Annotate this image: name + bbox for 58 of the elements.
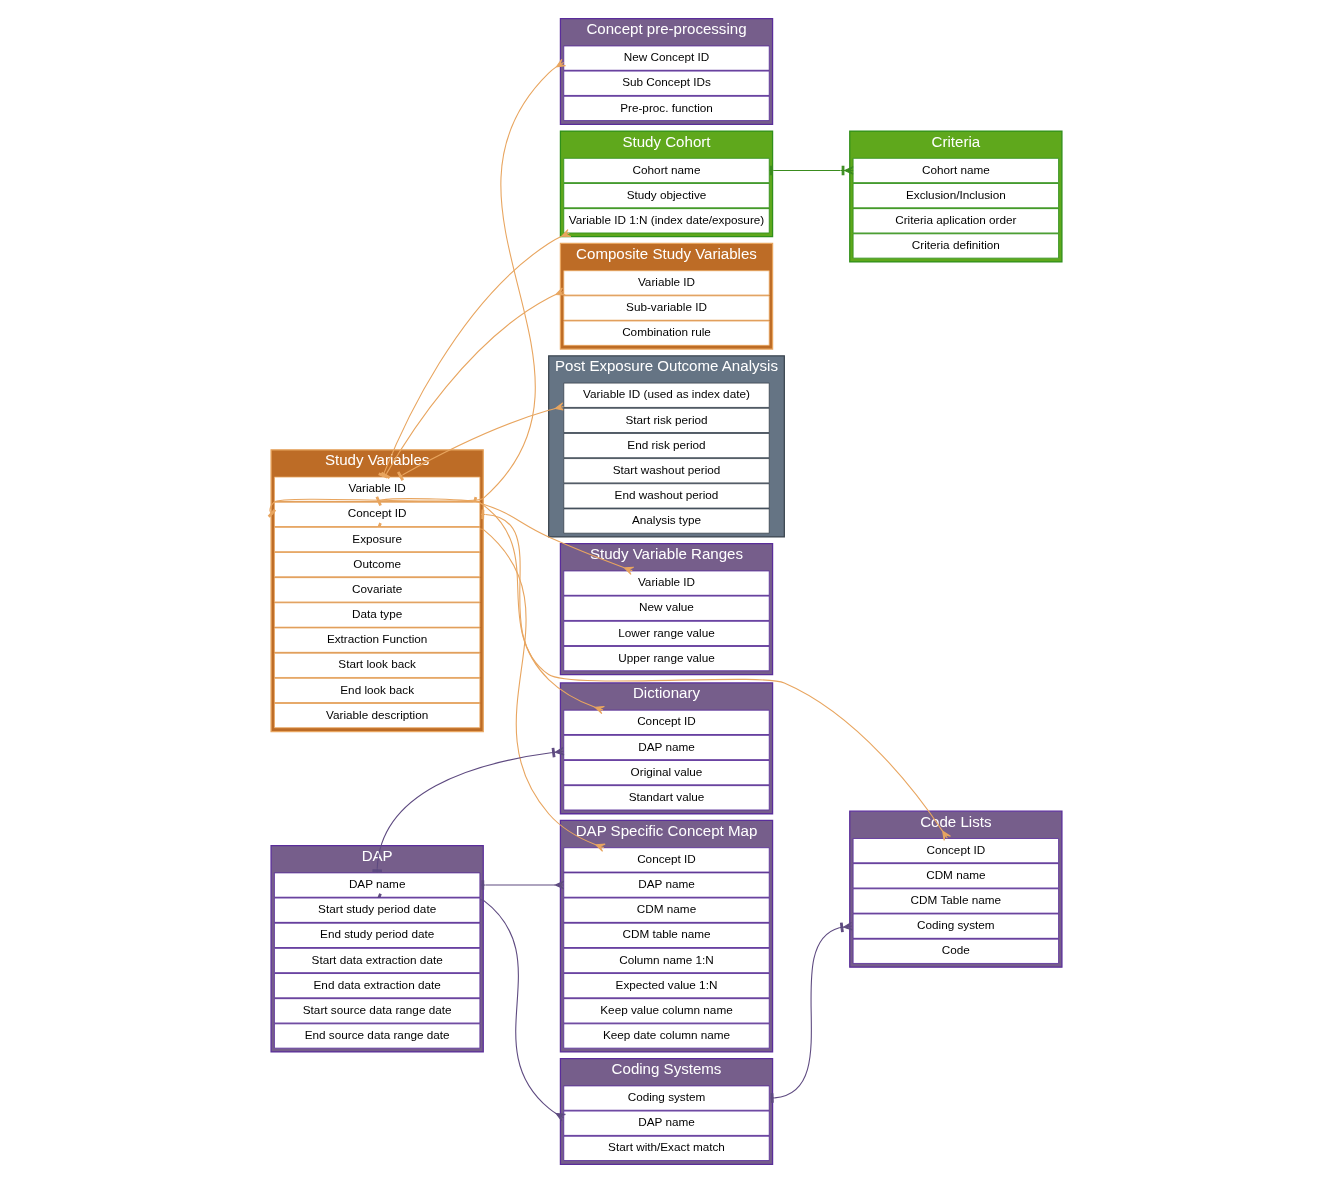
node-box: Expected value 1:N: [562, 973, 770, 999]
node-box: Concept ID: [852, 838, 1059, 864]
node-box: Combination rule: [562, 320, 770, 346]
node-box: CDM name: [852, 863, 1059, 889]
node-box: DAP name: [562, 872, 770, 898]
node-box: Start data extraction date: [273, 947, 480, 974]
node-box: Variable ID: [562, 570, 770, 596]
node-box: Pre-proc. function: [562, 95, 770, 121]
node-box: Start washout period: [562, 458, 770, 484]
node-box: Coding system: [562, 1085, 770, 1111]
node-box: Lower range value: [562, 620, 770, 646]
node-box: Start source data range date: [273, 998, 480, 1024]
node-box: Column name 1:N: [562, 947, 770, 974]
connector: [769, 921, 853, 1103]
node-box: Start risk period: [562, 407, 770, 433]
node-box: Outcome: [273, 552, 480, 578]
node-box: Sub Concept IDs: [562, 70, 770, 96]
node-box: Sub-variable ID: [562, 295, 770, 321]
node-box: Start look back: [273, 652, 480, 678]
node-box: Standart value: [562, 785, 770, 811]
node-box: Data type: [273, 602, 480, 628]
node-box: Start with/Exact match: [562, 1135, 770, 1161]
node-box: CDM name: [562, 897, 770, 923]
node-box: Analysis type: [562, 508, 770, 534]
node-box: Cohort name: [852, 157, 1059, 184]
connector: [480, 880, 564, 890]
node-box: Study objective: [562, 183, 770, 209]
node-box: Original value: [562, 760, 770, 786]
node-box: Extraction Function: [273, 627, 480, 653]
node-box: End source data range date: [273, 1023, 480, 1049]
node-box: Variable ID 1:N (index date/exposure): [562, 208, 770, 234]
node-box: Cohort name: [562, 157, 770, 184]
node-box: DAP name: [562, 1110, 770, 1136]
node-box: Criteria aplication order: [852, 208, 1059, 234]
node-box: Covariate: [273, 577, 480, 603]
node-box: CDM Table name: [852, 888, 1059, 914]
node-box: Variable ID (used as index date): [562, 382, 770, 408]
node-box: Coding system: [852, 913, 1059, 939]
node-box: Variable description: [273, 703, 480, 729]
node-box: Code: [852, 938, 1059, 964]
node-box: Keep date column name: [562, 1023, 770, 1049]
node-box: End study period date: [273, 922, 480, 948]
node-box: Upper range value: [562, 646, 770, 672]
node-box: Variable ID: [562, 270, 770, 296]
node-box: Keep value column name: [562, 998, 770, 1024]
node-box: End risk period: [562, 433, 770, 459]
node-box: End data extraction date: [273, 973, 480, 999]
node-box: Concept ID: [562, 847, 770, 873]
node-box: Exclusion/Inclusion: [852, 183, 1059, 209]
node-box: End look back: [273, 677, 480, 704]
node-box: Concept ID: [562, 709, 770, 735]
node-box: DAP name: [562, 734, 770, 761]
node-box: CDM table name: [562, 922, 770, 948]
node-box: New Concept ID: [562, 45, 770, 71]
node-box: Criteria definition: [852, 233, 1059, 259]
connector: [396, 402, 565, 481]
node-box: New value: [562, 595, 770, 621]
node-box: End washout period: [562, 483, 770, 509]
